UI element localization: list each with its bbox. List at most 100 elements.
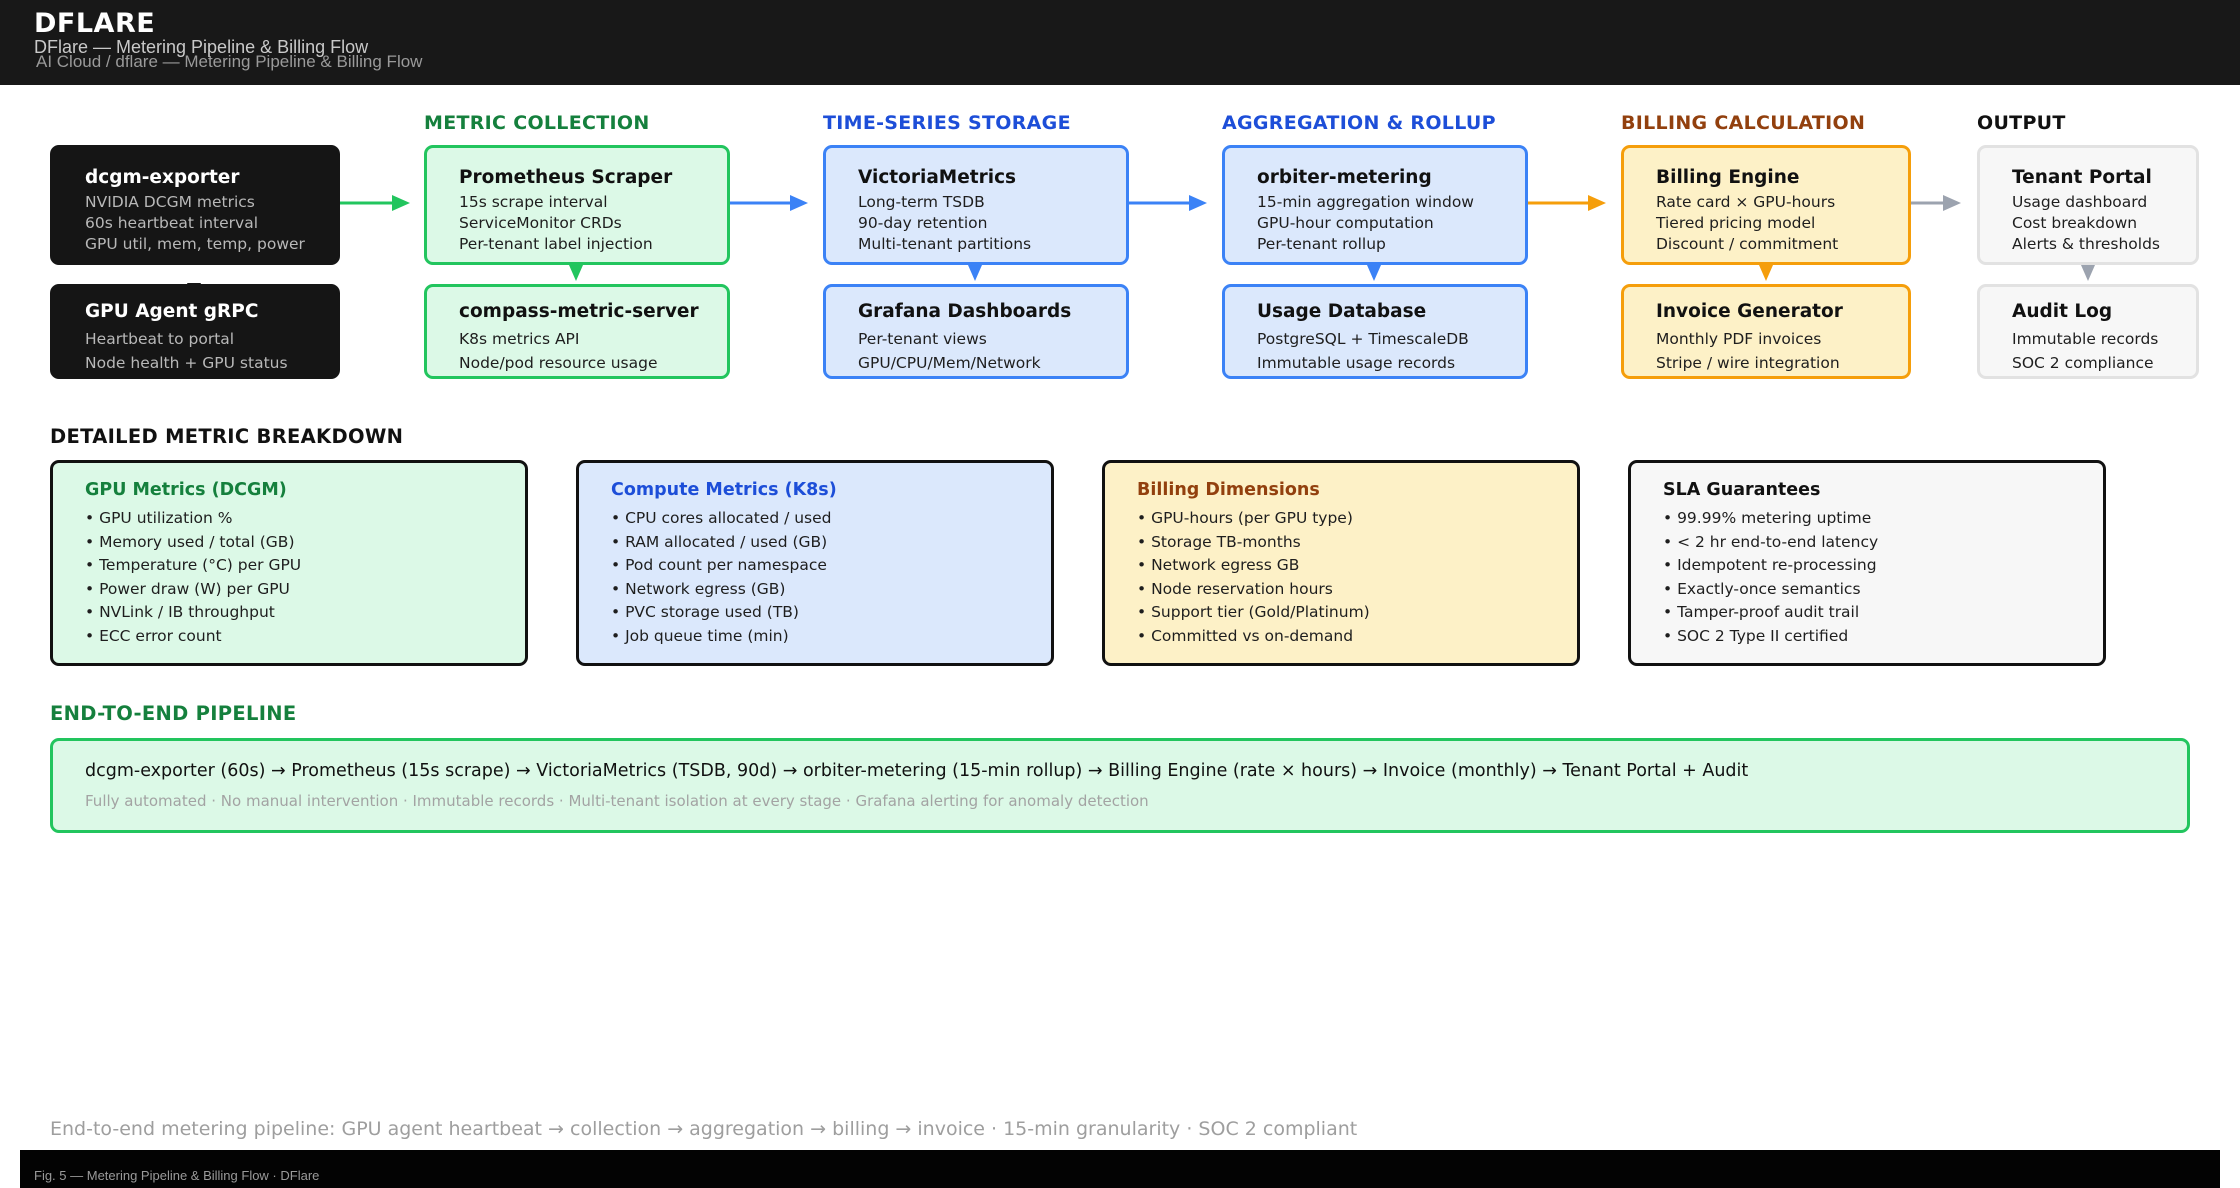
breakdown-heading: DETAILED METRIC BREAKDOWN xyxy=(50,425,404,448)
node-audit-log: Audit Log Immutable records SOC 2 compli… xyxy=(1977,284,2199,379)
card-gpu-metrics: GPU Metrics (DCGM) • GPU utilization % •… xyxy=(50,460,528,666)
card-item: • 99.99% metering uptime xyxy=(1663,509,1872,527)
node-prometheus-scraper: Prometheus Scraper 15s scrape interval S… xyxy=(424,145,730,265)
card-item: • Network egress (GB) xyxy=(611,579,786,598)
node-line: Usage dashboard xyxy=(2012,193,2148,211)
node-line: NVIDIA DCGM metrics xyxy=(85,193,255,211)
node-line: Rate card × GPU-hours xyxy=(1656,193,1836,211)
card-item: • Network egress GB xyxy=(1137,556,1300,575)
card-item: • Tamper-proof audit trail xyxy=(1663,603,1860,622)
arrowhead-output xyxy=(1943,195,1961,211)
card-title: GPU Metrics (DCGM) xyxy=(85,480,287,500)
card-sla-guarantees: SLA Guarantees • 99.99% metering uptime … xyxy=(1628,460,2106,666)
header-bar: AI Cloud / dflare — Metering Pipeline & … xyxy=(0,0,2240,85)
card-item: • Power draw (W) per GPU xyxy=(85,579,290,598)
arrowhead-billing xyxy=(1588,195,1606,211)
node-line: Per-tenant label injection xyxy=(459,235,653,253)
node-line: Cost breakdown xyxy=(2012,214,2138,232)
node-line: Alerts & thresholds xyxy=(2012,235,2160,253)
node-title: compass-metric-server xyxy=(459,301,699,322)
card-item: • Memory used / total (GB) xyxy=(85,532,295,551)
card-item: • Job queue time (min) xyxy=(611,626,789,645)
node-line: Monthly PDF invoices xyxy=(1656,330,1822,348)
card-item: • Idempotent re-processing xyxy=(1663,556,1877,575)
node-title: VictoriaMetrics xyxy=(858,167,1017,188)
footer-bar: Fig. 5 — Metering Pipeline & Billing Flo… xyxy=(20,1150,2220,1188)
page-subtitle: DFlare — Metering Pipeline & Billing Flo… xyxy=(34,37,369,57)
node-line: Immutable records xyxy=(2012,330,2159,348)
node-billing-engine: Billing Engine Rate card × GPU-hours Tie… xyxy=(1621,145,1911,265)
node-line: GPU util, mem, temp, power xyxy=(85,235,305,253)
stage-heading-output: OUTPUT xyxy=(1977,112,2066,134)
node-victoriametrics: VictoriaMetrics Long-term TSDB 90-day re… xyxy=(823,145,1129,265)
node-title: Usage Database xyxy=(1257,301,1427,322)
card-item: • < 2 hr end-to-end latency xyxy=(1663,532,1879,551)
node-line: 15s scrape interval xyxy=(459,193,608,211)
figure-label: Fig. 5 — Metering Pipeline & Billing Flo… xyxy=(34,1168,320,1183)
card-item: • ECC error count xyxy=(85,626,222,645)
node-invoice-generator: Invoice Generator Monthly PDF invoices S… xyxy=(1621,284,1911,379)
node-line: Per-tenant rollup xyxy=(1257,235,1386,253)
down-arrow-orbiter xyxy=(1367,265,1381,281)
card-item: • Node reservation hours xyxy=(1137,579,1333,598)
node-line: Per-tenant views xyxy=(858,330,987,348)
node-line: SOC 2 compliance xyxy=(2012,354,2154,372)
card-item: • GPU utilization % xyxy=(85,509,233,527)
node-line: Long-term TSDB xyxy=(858,193,985,211)
card-item: • NVLink / IB throughput xyxy=(85,603,275,622)
card-item: • Pod count per namespace xyxy=(611,556,827,575)
node-title: dcgm-exporter xyxy=(85,167,240,188)
node-title: Prometheus Scraper xyxy=(459,167,673,188)
card-item: • Committed vs on-demand xyxy=(1137,626,1354,645)
node-line: Discount / commitment xyxy=(1656,235,1839,253)
card-item: • GPU-hours (per GPU type) xyxy=(1137,509,1353,527)
end-to-end-pipeline-box: dcgm-exporter (60s) → Prometheus (15s sc… xyxy=(50,738,2190,833)
node-line: Tiered pricing model xyxy=(1656,214,1816,232)
node-line: ServiceMonitor CRDs xyxy=(459,214,622,232)
node-line: 90-day retention xyxy=(858,214,988,232)
down-arrow-victoria xyxy=(968,265,982,281)
node-line: Node/pod resource usage xyxy=(459,354,658,372)
node-tenant-portal: Tenant Portal Usage dashboard Cost break… xyxy=(1977,145,2199,265)
node-compass-metric-server: compass-metric-server K8s metrics API No… xyxy=(424,284,730,379)
node-line: GPU-hour computation xyxy=(1257,214,1434,232)
node-title: Invoice Generator xyxy=(1656,301,1843,322)
card-item: • CPU cores allocated / used xyxy=(611,509,832,527)
card-item: • Exactly-once semantics xyxy=(1663,579,1861,598)
node-title: orbiter-metering xyxy=(1257,167,1432,188)
card-item: • Temperature (°C) per GPU xyxy=(85,556,302,575)
breadcrumb: AI Cloud / dflare — Metering Pipeline & … xyxy=(36,52,423,71)
arrowhead-storage xyxy=(790,195,808,211)
stage-heading-billing: BILLING CALCULATION xyxy=(1621,112,1866,134)
node-line: Stripe / wire integration xyxy=(1656,354,1840,372)
card-item: • Storage TB-months xyxy=(1137,532,1301,551)
node-usage-database: Usage Database PostgreSQL + TimescaleDB … xyxy=(1222,284,1528,379)
node-line: Immutable usage records xyxy=(1257,354,1456,372)
node-title: Grafana Dashboards xyxy=(858,301,1072,322)
card-title: Billing Dimensions xyxy=(1137,480,1320,500)
node-title: Tenant Portal xyxy=(2012,167,2152,188)
node-line: GPU/CPU/Mem/Network xyxy=(858,354,1041,372)
down-arrow-prometheus xyxy=(569,265,583,281)
down-arrow-portal xyxy=(2081,265,2095,281)
arrowhead-aggregation xyxy=(1189,195,1207,211)
card-item: • PVC storage used (TB) xyxy=(611,603,799,622)
brand-logo-text: DFLARE xyxy=(34,8,156,39)
node-title: Billing Engine xyxy=(1656,167,1800,188)
node-line: Heartbeat to portal xyxy=(85,330,235,348)
card-item: • RAM allocated / used (GB) xyxy=(611,532,828,551)
stage-heading-storage: TIME-SERIES STORAGE xyxy=(823,112,1071,134)
node-dcgm-exporter: dcgm-exporter NVIDIA DCGM metrics 60s he… xyxy=(50,145,340,265)
stage-heading-aggregation: AGGREGATION & ROLLUP xyxy=(1222,112,1496,134)
node-title: Audit Log xyxy=(2012,301,2113,322)
down-arrow-billing xyxy=(1759,265,1773,281)
stage-heading-collection: METRIC COLLECTION xyxy=(424,112,650,134)
node-gpu-agent-grpc: GPU Agent gRPC Heartbeat to portal Node … xyxy=(50,284,340,379)
card-compute-metrics: Compute Metrics (K8s) • CPU cores alloca… xyxy=(576,460,1054,666)
node-orbiter-metering: orbiter-metering 15-min aggregation wind… xyxy=(1222,145,1528,265)
node-line: 15-min aggregation window xyxy=(1257,193,1474,211)
card-item: • Support tier (Gold/Platinum) xyxy=(1137,603,1370,622)
end-to-end-heading: END-TO-END PIPELINE xyxy=(50,702,297,725)
figure-caption: End-to-end metering pipeline: GPU agent … xyxy=(50,1118,1358,1140)
pipeline-flow-text: dcgm-exporter (60s) → Prometheus (15s sc… xyxy=(85,761,1749,781)
